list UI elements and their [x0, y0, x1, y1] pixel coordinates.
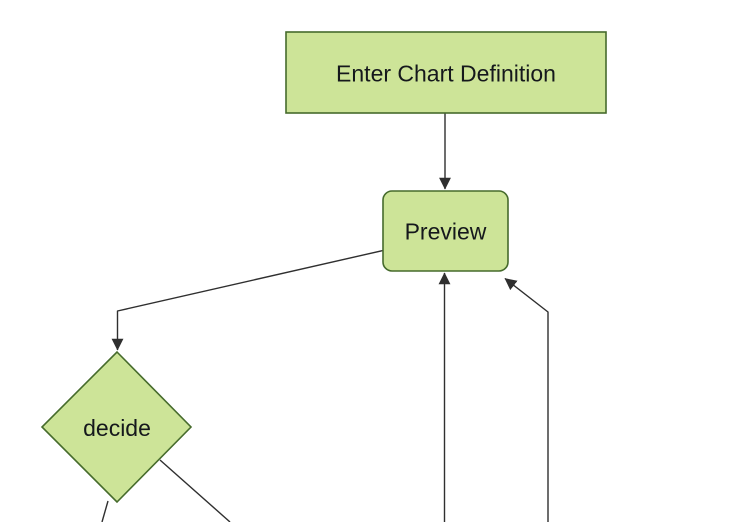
enter-chart-definition-label: Enter Chart Definition	[336, 61, 556, 87]
edge-offscreen-bottom-right-to-preview	[504, 277, 549, 522]
edge-preview-to-decide	[111, 249, 384, 351]
enter-chart-definition-box	[285, 31, 607, 114]
preview-box	[382, 190, 509, 272]
edge-decide-to-offscreen-bottom-left	[101, 500, 109, 522]
decide-diamond	[40, 350, 193, 504]
node-decide: decide	[40, 350, 193, 504]
node-preview: Preview	[382, 190, 509, 272]
edge-layer	[101, 113, 549, 522]
preview-label: Preview	[405, 219, 487, 245]
node-enter-chart-definition: Enter Chart Definition	[285, 31, 607, 114]
decide-label: decide	[83, 415, 151, 441]
edge-decide-to-offscreen-bottom-right	[159, 459, 231, 522]
